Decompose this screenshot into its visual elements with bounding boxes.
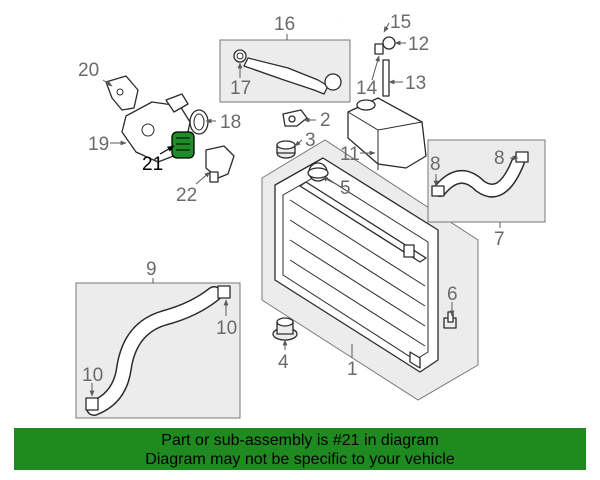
mount-bracket (282, 109, 308, 127)
radiator-cap (307, 167, 329, 179)
callout-12: 12 (408, 34, 429, 55)
leader-lines (89, 22, 519, 397)
parts-diagram: 1 2 3 4 5 6 7 8 8 9 10 10 11 12 13 14 15… (75, 12, 546, 419)
grommet (276, 140, 296, 159)
temp-sensor (205, 145, 235, 183)
callout-17: 17 (230, 78, 251, 99)
callout-14: 14 (356, 78, 378, 99)
callout-15: 15 (390, 12, 411, 33)
callout-22: 22 (176, 185, 197, 206)
radiator-assembly (261, 139, 479, 401)
callout-13: 13 (405, 73, 426, 94)
reservoir-hose-set (339, 19, 396, 97)
callout-20: 20 (78, 60, 99, 81)
callout-10b: 10 (82, 365, 103, 386)
callout-16: 16 (274, 14, 295, 35)
notice-banner: Part or sub-assembly is #21 in diagram D… (14, 428, 586, 470)
callout-6: 6 (447, 284, 458, 305)
callout-4: 4 (278, 352, 289, 373)
callout-3: 3 (305, 130, 316, 151)
notice-line-1: Part or sub-assembly is #21 in diagram (161, 432, 439, 449)
callout-10a: 10 (216, 318, 237, 339)
lower-hose-panel (75, 282, 241, 419)
callouts: 1 2 3 4 5 6 7 8 8 9 10 10 11 12 13 14 15… (78, 12, 505, 386)
callout-18: 18 (220, 112, 241, 133)
callout-2: 2 (320, 110, 331, 131)
thermostat-highlighted (171, 131, 195, 159)
callout-19: 19 (88, 134, 109, 155)
upper-hose-panel (427, 139, 546, 223)
coolant-pipe-assembly (219, 39, 351, 103)
callout-5: 5 (340, 178, 351, 199)
callout-7: 7 (494, 229, 505, 250)
callout-21: 21 (142, 154, 163, 175)
callout-8b: 8 (494, 148, 505, 169)
callout-8a: 8 (430, 154, 441, 175)
coolant-reservoir (347, 97, 427, 170)
drain-plug (272, 317, 298, 341)
notice-line-2: Diagram may not be specific to your vehi… (145, 451, 455, 468)
callout-1: 1 (347, 359, 358, 380)
callout-11: 11 (340, 144, 360, 165)
callout-9: 9 (146, 259, 157, 280)
